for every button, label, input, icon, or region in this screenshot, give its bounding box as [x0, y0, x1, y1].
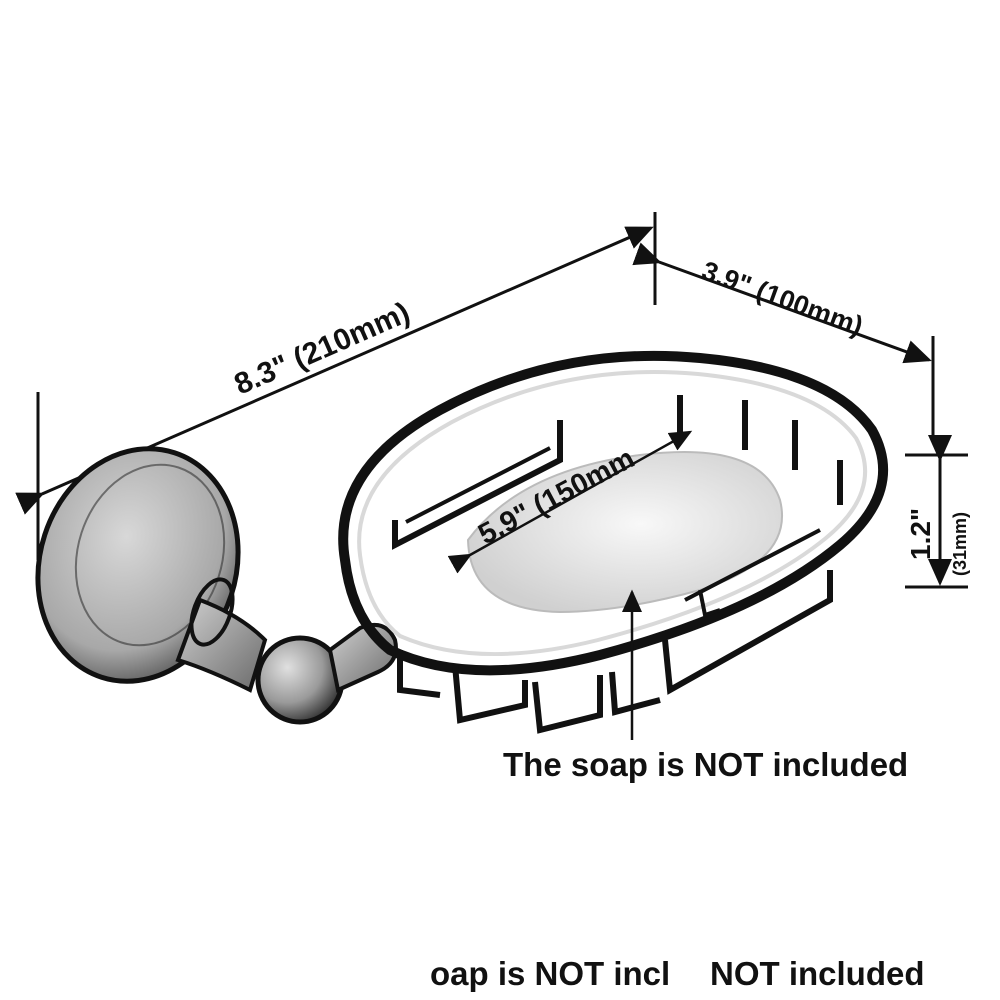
basket-wire-front-6 [684, 528, 821, 602]
cropped-caption: oap is NOT incl NOT included [430, 955, 925, 992]
wire-basket [338, 350, 889, 740]
soap-not-included-note: The soap is NOT included [503, 746, 908, 783]
cropped-note-left: oap is NOT incl [430, 955, 670, 992]
basket-wire-front-1 [397, 650, 441, 698]
height-dimension: 1.2" (31mm) [905, 435, 970, 589]
basket-wire-front-7 [698, 589, 721, 618]
basket-rim-highlight [357, 370, 868, 657]
basket-length-line [447, 430, 693, 574]
support-arm [327, 623, 398, 693]
length-label: 8.3" (210mm) [230, 296, 415, 401]
height-label-mm: (31mm) [950, 512, 970, 576]
basket-wire-front-4 [609, 671, 661, 716]
height-label-in: 1.2" [905, 508, 936, 560]
basket-wire-front-3 [532, 675, 603, 734]
depth-label: 3.9" (100mm) [698, 255, 867, 341]
cropped-note-right: NOT included [710, 955, 925, 992]
mount-neck [175, 597, 268, 693]
wall-mount [35, 446, 398, 725]
basket-wire-front-5 [662, 570, 833, 695]
depth-dimension: 3.9" (100mm) [632, 242, 935, 440]
basket-wire-front-2 [452, 664, 528, 724]
mount-collar [189, 577, 235, 647]
mount-plate-rim [74, 463, 226, 647]
depth-dimension-line [632, 242, 932, 364]
